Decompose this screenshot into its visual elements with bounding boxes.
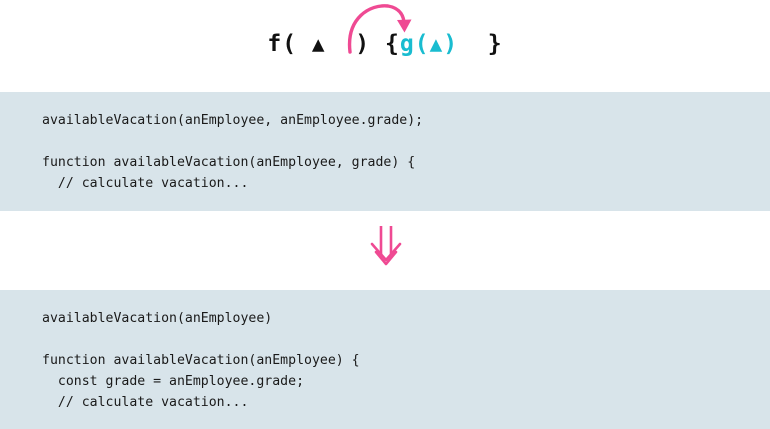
caller-open-paren: (: [282, 31, 298, 57]
code-block-before: availableVacation(anEmployee, anEmployee…: [0, 92, 770, 211]
callee-open-paren: (: [414, 31, 430, 57]
caller-function-name: f: [267, 31, 283, 57]
body-open-brace: {: [385, 31, 400, 57]
double-down-arrow-icon: [370, 226, 402, 266]
callee-function-name: g: [399, 31, 415, 57]
code-before-text: availableVacation(anEmployee, anEmployee…: [42, 113, 424, 191]
caller-close-paren: ): [355, 31, 371, 57]
callee-close-paren: ): [443, 31, 459, 57]
body-close-brace: }: [487, 31, 503, 57]
code-block-after: availableVacation(anEmployee) function a…: [0, 290, 770, 429]
code-after-text: availableVacation(anEmployee) function a…: [42, 311, 360, 410]
caller-argument-triangle-icon: ▲: [311, 32, 326, 56]
formula-header: f( ▲ ) {g(▲) }: [0, 0, 770, 88]
callee-argument-triangle-icon: ▲: [429, 32, 444, 56]
formula-expression: f( ▲ ) {g(▲) }: [0, 30, 770, 58]
